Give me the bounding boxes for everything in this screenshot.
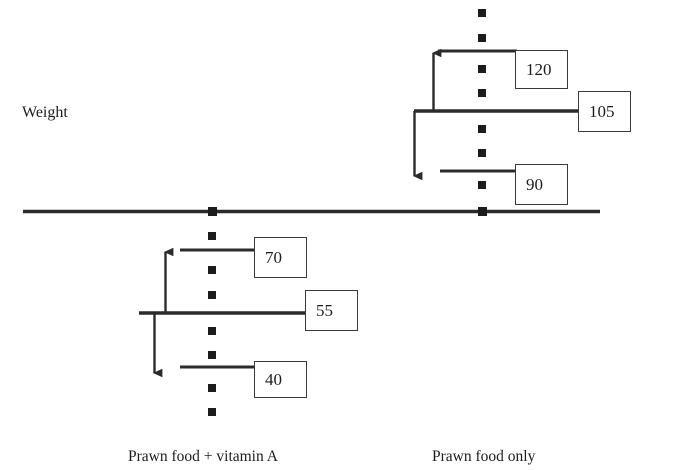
value-box-120: 120 [515,50,568,89]
value-box-55: 55 [305,290,358,331]
value-box-40: 40 [254,361,307,398]
category-label-prawn-food-vitamin-a: Prawn food + vitamin A [128,448,278,465]
y-axis-label: Weight [22,104,68,121]
value-box-90: 90 [515,164,568,205]
value-box-105: 105 [578,91,631,132]
group-right-dot-column [478,9,487,216]
group-left-dot-column [208,207,217,416]
value-box-70: 70 [254,237,307,278]
category-label-prawn-food-only: Prawn food only [432,448,536,465]
